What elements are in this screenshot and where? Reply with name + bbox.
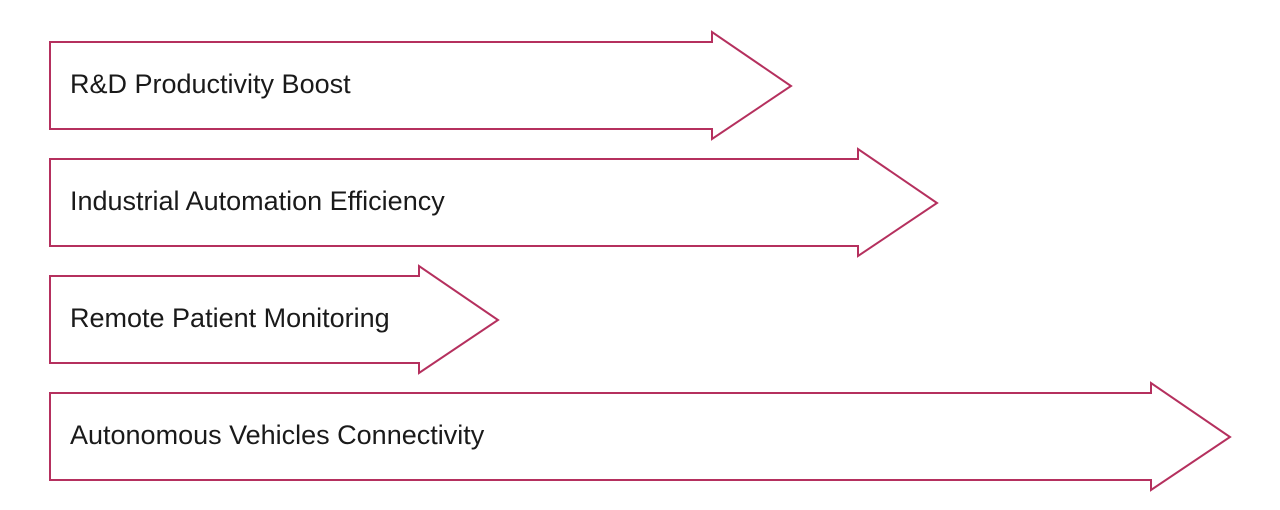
arrow-1-label: R&D Productivity Boost (70, 69, 351, 99)
arrow-1-shape (49, 30, 793, 141)
arrow-3-label: Remote Patient Monitoring (70, 303, 390, 333)
arrow-3: Remote Patient Monitoring (49, 264, 500, 375)
arrow-4-label: Autonomous Vehicles Connectivity (70, 420, 485, 450)
arrow-2-label: Industrial Automation Efficiency (70, 186, 445, 216)
arrow-4: Autonomous Vehicles Connectivity (49, 381, 1232, 492)
arrow-1: R&D Productivity Boost (49, 30, 793, 141)
arrow-4-shape (49, 381, 1232, 492)
arrow-2: Industrial Automation Efficiency (49, 147, 939, 258)
arrow-2-shape (49, 147, 939, 258)
arrow-3-shape (49, 264, 500, 375)
